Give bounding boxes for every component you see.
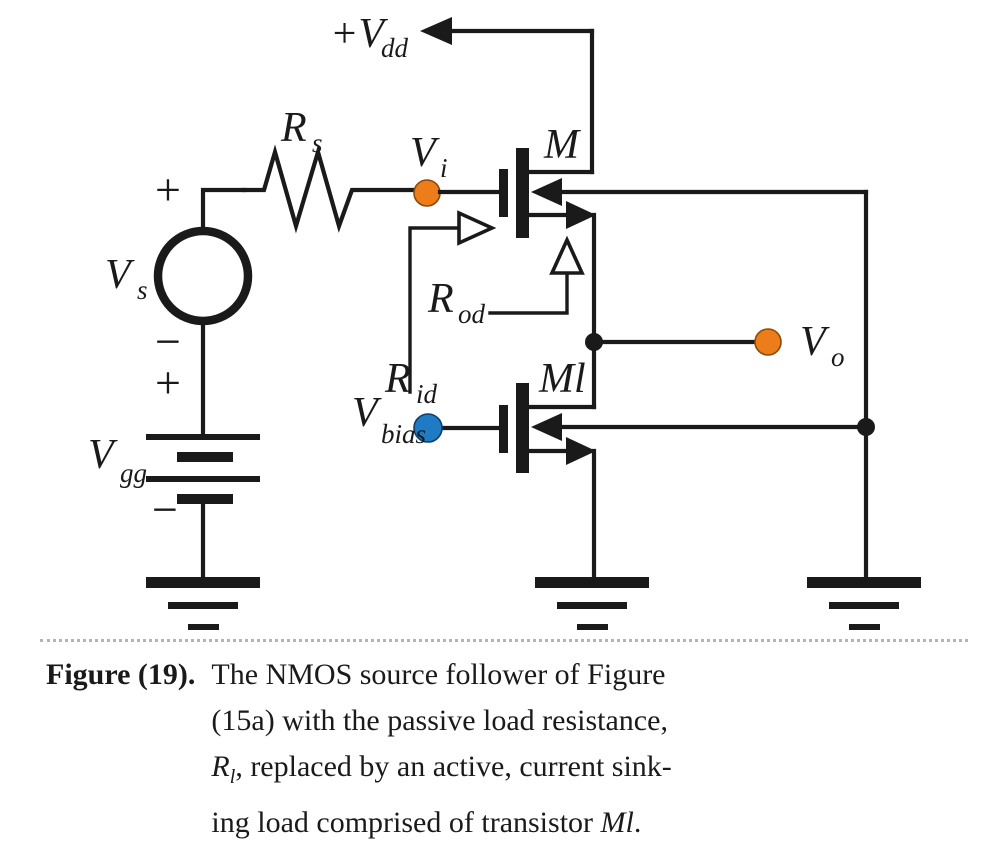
- circuit-schematic: +V dd + − V s: [88, 11, 921, 630]
- caption-divider: [40, 639, 968, 642]
- battery-vgg: [146, 434, 260, 583]
- rid-annotation: [408, 210, 497, 394]
- ground-symbol-right: [807, 577, 921, 630]
- source-vs: [153, 187, 253, 440]
- m-gate-bar: [499, 169, 508, 217]
- vgg-label: V: [88, 432, 118, 478]
- vdd-label: +V: [330, 11, 388, 57]
- rid-label: R: [384, 356, 411, 402]
- battery-plate-1: [146, 434, 260, 440]
- ml-channel-bar: [516, 383, 529, 473]
- caption-line-4: ing load comprised of transistor Ml.: [211, 800, 966, 846]
- vo-branch: [585, 328, 782, 356]
- vbias-node-dot[interactable]: [413, 413, 443, 443]
- rod-label: R: [427, 276, 454, 322]
- vgg-minus-sign: −: [152, 484, 178, 535]
- vbias-sublabel: bias: [381, 419, 426, 449]
- caption-line-2: (15a) with the passive load resistance,: [211, 704, 668, 737]
- ml-source-arrowhead: [566, 437, 596, 465]
- vi-label: V: [410, 130, 440, 176]
- ground-symbol-vgg: [146, 577, 260, 630]
- vdd-rail: [420, 17, 595, 175]
- vi-node-dot[interactable]: [413, 179, 441, 207]
- vbias-label: V: [352, 390, 382, 436]
- vs-sublabel: s: [137, 275, 148, 305]
- rid-arrowhead: [457, 210, 497, 246]
- transistor-ml: [437, 339, 869, 583]
- vo-sublabel: o: [831, 342, 845, 372]
- rod-arrowhead: [549, 235, 585, 275]
- caption-line-4-end: .: [633, 806, 642, 839]
- vdd-arrowhead: [420, 17, 452, 45]
- vs-circle: [153, 226, 253, 326]
- ml-body-arrowhead: [531, 413, 562, 441]
- circuit-figure: +V dd + − V s: [88, 11, 921, 630]
- caption-line-4-start: ing load comprised of transistor: [211, 806, 601, 839]
- rs-sublabel: s: [312, 128, 323, 158]
- vs-label: V: [105, 252, 135, 298]
- ground-symbol-ml: [535, 577, 649, 630]
- rod-sublabel: od: [458, 299, 486, 329]
- m-source-arrowhead: [566, 201, 596, 229]
- caption-line-3-rest: , replaced by an active, current sink-: [235, 750, 672, 783]
- vs-plus-sign: +: [155, 164, 181, 215]
- rid-sublabel: id: [416, 379, 438, 409]
- transistor-m: [499, 148, 869, 345]
- battery-plate-2: [177, 452, 233, 462]
- battery-plate-3: [146, 476, 260, 482]
- caption-line-3: Rl, replaced by an active, current sink-: [211, 744, 966, 800]
- right-body-rail: [857, 189, 875, 583]
- caption-body: The NMOS source follower of Figure (15a)…: [211, 652, 966, 846]
- battery-plate-4: [177, 494, 233, 504]
- caption-line-1: The NMOS source follower of Figure: [211, 658, 666, 691]
- vs-minus-sign: −: [155, 316, 181, 367]
- rs-label: R: [280, 105, 307, 151]
- ml-label: Ml: [538, 356, 586, 402]
- caption-ml-symbol: Ml: [600, 806, 634, 839]
- m-label: M: [543, 122, 581, 168]
- caption-rl-subscript: l: [229, 766, 236, 788]
- vgg-plus-sign: +: [155, 357, 181, 408]
- vo-node-dot[interactable]: [754, 328, 782, 356]
- rod-annotation: [488, 235, 585, 315]
- resistor-rs: [241, 144, 416, 234]
- caption-label: Figure (19).: [46, 658, 196, 691]
- figure-caption: Figure (19). The NMOS source follower of…: [46, 652, 966, 846]
- m-body-arrowhead: [531, 178, 562, 206]
- vdd-sublabel: dd: [381, 33, 409, 63]
- m-channel-bar: [516, 148, 529, 238]
- vo-label: V: [800, 319, 830, 365]
- vi-sublabel: i: [440, 153, 448, 183]
- caption-rl-symbol: R: [211, 750, 230, 783]
- body-rail-junction-dot: [857, 418, 875, 436]
- vgg-sublabel: gg: [120, 458, 147, 488]
